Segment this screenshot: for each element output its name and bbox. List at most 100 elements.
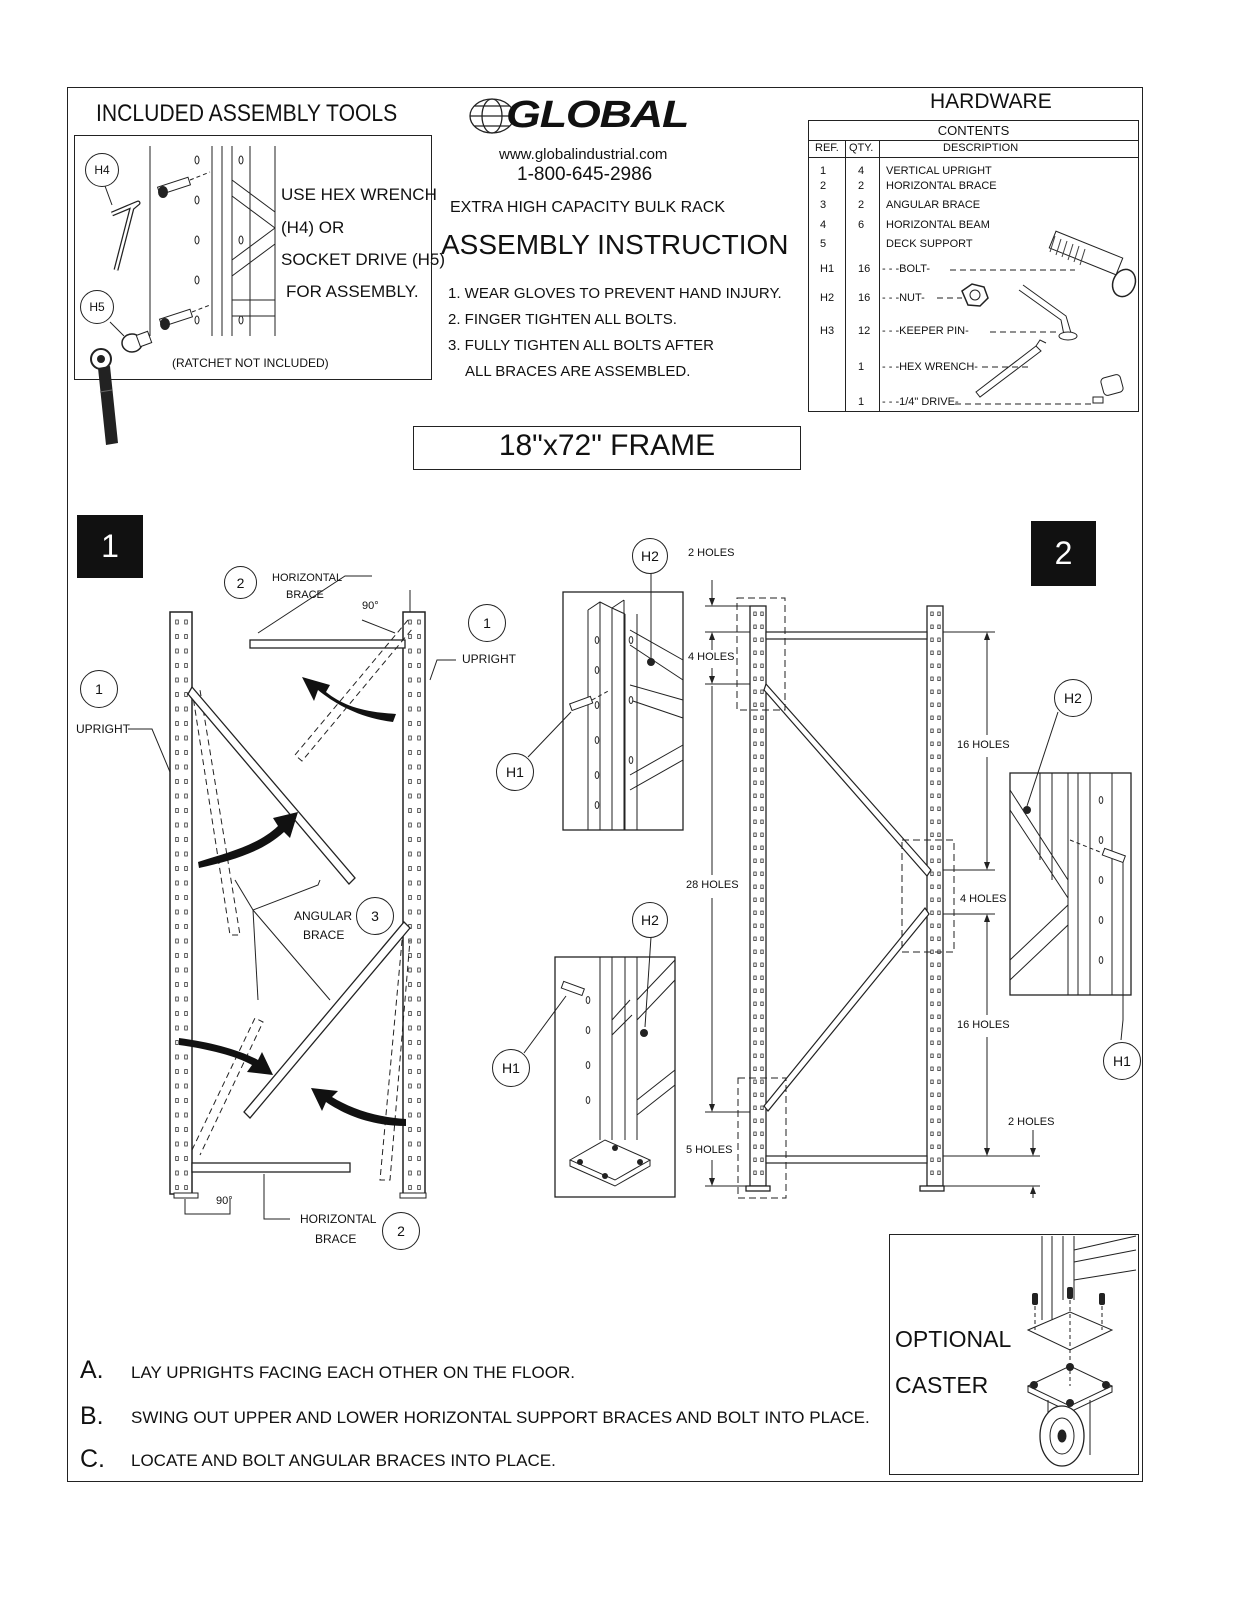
- hardware-qty: 12: [858, 325, 871, 337]
- ratchet-icon: [90, 348, 118, 445]
- col-ref: REF.: [815, 142, 839, 154]
- bolt-icon: [156, 171, 211, 330]
- dim-16-holes-upper: 16 HOLES: [957, 739, 1010, 751]
- hardware-ref: H2: [820, 292, 835, 304]
- product-subtitle: EXTRA HIGH CAPACITY BULK RACK: [450, 199, 726, 216]
- instruction-c-letter: C.: [80, 1445, 105, 1473]
- h2-callout-bottom: H2: [632, 902, 668, 938]
- hardware-desc: - - -1/4" DRIVE-: [882, 396, 959, 408]
- callout-2-top: 2: [224, 566, 257, 599]
- label-angular-brace: BRACE: [303, 928, 345, 942]
- socket-drive-icon: [109, 321, 153, 353]
- hardware-desc-text: 1/4" DRIVE: [899, 396, 955, 408]
- hardware-ref: H3: [820, 325, 835, 337]
- hardware-ref: 3: [820, 199, 827, 211]
- instruction-b-text: SWING OUT UPPER AND LOWER HORIZONTAL SUP…: [131, 1408, 870, 1427]
- hardware-qty: 2: [858, 180, 865, 192]
- hardware-qty: 2: [858, 199, 865, 211]
- caster-line-2: CASTER: [895, 1372, 989, 1398]
- h4-callout: H4: [85, 153, 119, 187]
- hardware-desc: - - -HEX WRENCH-: [882, 361, 978, 373]
- label-90-top: 90°: [362, 600, 379, 612]
- tools-line-3: SOCKET DRIVE (H5): [281, 250, 446, 269]
- dim-5-holes: 5 HOLES: [686, 1144, 733, 1156]
- hardware-desc-text: HEX WRENCH: [899, 361, 975, 373]
- caster-box: [889, 1234, 1139, 1475]
- hardware-contents: CONTENTS: [809, 121, 1138, 141]
- bottom-horizontal-brace: [191, 1162, 351, 1173]
- frame-label: 18"x72" FRAME: [498, 429, 716, 462]
- label-horizontal-bottom: HORIZONTAL: [300, 1212, 377, 1226]
- hardware-desc-text: BOLT: [899, 263, 927, 275]
- hardware-desc: - - -NUT-: [882, 292, 925, 304]
- drive-hw-icon: [1092, 374, 1124, 404]
- hardware-desc: DECK SUPPORT: [886, 238, 973, 250]
- page-border: [67, 87, 1143, 1482]
- right-upright: [399, 611, 427, 1199]
- safety-step-3: 3. FULLY TIGHTEN ALL BOLTS AFTER: [448, 337, 714, 354]
- tools-note: (RATCHET NOT INCLUDED): [172, 356, 329, 370]
- callout-2-bottom: 2: [382, 1212, 420, 1250]
- dim-2-holes-top: 2 HOLES: [688, 547, 735, 559]
- instruction-a-text: LAY UPRIGHTS FACING EACH OTHER ON THE FL…: [131, 1363, 575, 1382]
- brand-logo: GLOBAL: [506, 94, 689, 136]
- caster-line-1: OPTIONAL: [895, 1326, 1012, 1352]
- hardware-desc: - - -BOLT-: [882, 263, 931, 275]
- bolt-hw-icon: [1048, 230, 1137, 298]
- hardware-desc: VERTICAL UPRIGHT: [886, 165, 992, 177]
- left-upright: [169, 611, 199, 1199]
- label-brace-top: BRACE: [286, 589, 324, 601]
- nut-icon: [961, 283, 989, 307]
- hardware-row: 4 6 HORIZONTAL BEAM: [808, 219, 1139, 233]
- hardware-qty: 1: [858, 361, 865, 373]
- upright-segment-drawing: [149, 146, 276, 336]
- dim-4-holes-right: 4 HOLES: [960, 893, 1007, 905]
- h1-callout-top: H1: [496, 753, 534, 791]
- hardware-ref: H1: [820, 263, 835, 275]
- hardware-qty: 1: [858, 396, 865, 408]
- hardware-desc: HORIZONTAL BRACE: [886, 180, 997, 192]
- hex-wrench-hw-icon: [975, 339, 1047, 398]
- hardware-desc-text: KEEPER PIN: [899, 325, 966, 337]
- label-angular: ANGULAR: [294, 909, 353, 923]
- detail-right: [1009, 772, 1132, 996]
- col-qty: QTY.: [849, 142, 874, 154]
- hardware-qty: 6: [858, 219, 865, 231]
- h2-callout-top: H2: [632, 538, 668, 574]
- hardware-desc: ANGULAR BRACE: [886, 199, 981, 211]
- h1-callout-bottom: H1: [492, 1049, 530, 1087]
- top-horizontal-brace: [249, 639, 406, 649]
- hardware-row: 1 - - -HEX WRENCH-: [808, 361, 1139, 375]
- dim-2-holes-bottom: 2 HOLES: [1008, 1116, 1055, 1128]
- hardware-desc: - - -KEEPER PIN-: [882, 325, 969, 337]
- col-desc: DESCRIPTION: [943, 142, 1019, 154]
- label-upright-right: UPRIGHT: [462, 652, 516, 666]
- hardware-desc: HORIZONTAL BEAM: [886, 219, 990, 231]
- tools-line-1: USE HEX WRENCH: [281, 185, 437, 204]
- tools-line-2: (H4) OR: [281, 218, 345, 237]
- safety-step-3-cont: ALL BRACES ARE ASSEMBLED.: [465, 363, 691, 380]
- dim-16-holes-lower: 16 HOLES: [957, 1019, 1010, 1031]
- dim-28-holes: 28 HOLES: [686, 879, 739, 891]
- label-brace-bottom: BRACE: [315, 1232, 357, 1246]
- hardware-table-box: CONTENTS REF. QTY. DESCRIPTION: [808, 120, 1139, 412]
- hardware-ref: 4: [820, 219, 827, 231]
- callout-1-right: 1: [468, 604, 506, 642]
- label-upright-left: UPRIGHT: [76, 722, 130, 736]
- safety-step-1: 1. WEAR GLOVES TO PREVENT HAND INJURY.: [448, 285, 782, 302]
- hardware-columns: REF. QTY. DESCRIPTION: [809, 140, 1138, 158]
- instruction-b-letter: B.: [80, 1402, 104, 1430]
- tools-heading: INCLUDED ASSEMBLY TOOLS: [96, 100, 398, 127]
- brand-phone: 1-800-645-2986: [517, 164, 653, 185]
- instruction-a-letter: A.: [80, 1356, 104, 1384]
- angular-braces: [187, 685, 411, 1119]
